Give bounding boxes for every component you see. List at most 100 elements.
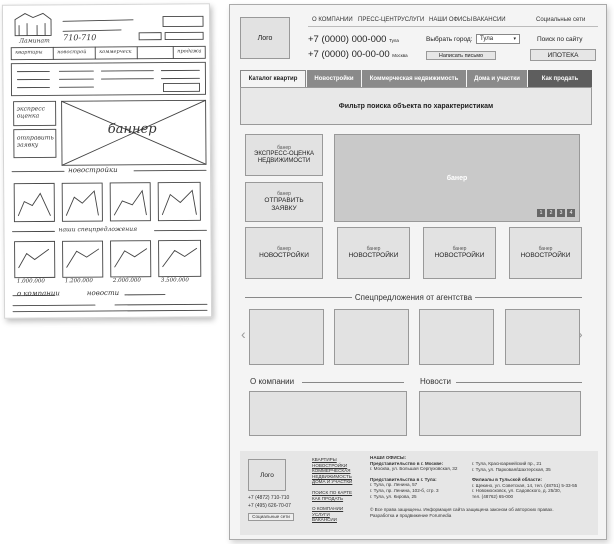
tula-address-5: г. Тула, ул. Парковая/Шахтерская, 35 [472,466,551,472]
newbuild-card-3[interactable]: банер НОВОСТРОЙКИ [423,227,496,279]
tab-houses[interactable]: Дома и участки [467,70,527,87]
city-label: Выбрать город: [426,36,473,43]
wireframe-page: Лого О КОМПАНИИ ПРЕСС-ЦЕНТР УСЛУГИ НАШИ … [229,4,607,540]
tab-catalog[interactable]: Каталог квартир [240,70,306,87]
newbuild-card-2[interactable]: банер НОВОСТРОЙКИ [337,227,410,279]
copyright: © Все права защищены. Информация сайта з… [370,507,554,513]
main-banner-label: банер [446,174,468,182]
chevron-down-icon: ▾ [513,36,516,42]
footer-social-button[interactable]: Социальные сети [248,513,294,521]
news-title: Новости [420,377,451,386]
footer-links-col: КВАРТИРЫ НОВОСТРОЙКИ КОММЕРЧЕСКАЯ НЕДВИЖ… [312,457,352,523]
newbuild-card-caption: НОВОСТРОЙКИ [434,252,485,260]
city-select-value: Тула [480,36,494,42]
newbuild-card-1[interactable]: банер НОВОСТРОЙКИ [245,227,323,279]
search-label[interactable]: Поиск по сайту [537,36,583,43]
about-block[interactable] [249,391,407,436]
sketch-special: наши спецпредложения [58,225,138,234]
city-select[interactable]: Тула ▾ [476,34,520,44]
footer-link-newbuild[interactable]: НОВОСТРОЙКИ [312,462,348,468]
nav-divider [308,26,598,27]
footer-link-how-sell[interactable]: КАК ПРОДАТЬ [312,495,344,501]
footer-phone-2: +7 (495) 626-70-07 [248,503,291,509]
footer-link-services[interactable]: УСЛУГИ [312,511,330,517]
sketch-tab-3: коммерческ [99,48,132,56]
special-card-1[interactable] [249,309,324,365]
footer-phone-1: +7 (4872) 710-710 [248,495,290,501]
sketch-price-4: 3.500.000 [160,277,189,284]
about-title: О компании [250,377,295,386]
nav-social[interactable]: Социальные сети [536,17,586,23]
write-letter-button[interactable]: Написать письмо [426,51,496,60]
mortgage-button[interactable]: ИПОТЕКА [530,49,596,61]
news-block[interactable] [419,391,581,436]
newbuild-card-label: банер [366,246,381,253]
send-banner-label: банер [277,191,291,198]
newbuild-card-4[interactable]: банер НОВОСТРОЙКИ [509,227,582,279]
special-title: Спецпредложения от агентства [351,292,476,302]
footer-link-apartments[interactable]: КВАРТИРЫ [312,457,337,462]
tula-address-1: г. Тула, пр. Ленина, 57 [370,482,418,488]
footer-link-map[interactable]: ПОИСК ПО КАРТЕ [312,489,353,495]
newbuild-card-caption: НОВОСТРОЙКИ [520,252,571,260]
special-card-3[interactable] [419,309,494,365]
special-heading-wrap: Спецпредложения от агентства [245,291,582,303]
slider-page-1[interactable]: 1 [537,209,545,217]
footer-link-vacancies[interactable]: ВАКАНСИИ [312,517,337,523]
nav-offices[interactable]: НАШИ ОФИСЫ [429,17,472,23]
tab-how-sell[interactable]: Как продать [528,70,592,87]
express-banner[interactable]: банер ЭКСПРЕСС-ОЦЕНКА НЕДВИЖИМОСТИ [245,134,323,176]
filter-panel[interactable]: Фильтр поиска объекта по характеристикам [240,87,592,125]
sketch-express: экспресс оценка [16,105,45,120]
sketch-price-1: 1.000.000 [16,278,45,285]
region-address-1: г. Щекино, ул. Советская, 14, тел. (4875… [472,482,578,488]
phone-moscow: +7 (0000) 00-00-00 Москва [308,49,408,60]
slider-page-3[interactable]: 3 [557,209,565,217]
footer-logo[interactable]: Лого [248,459,286,491]
region-address-3: тел. (48762) 65-000 [472,493,514,499]
sketch-about: о компании [16,289,60,298]
tula-title: Представительства в г. Тула: [370,476,437,482]
newbuild-card-caption: НОВОСТРОЙКИ [259,252,309,260]
phone-tula: +7 (0000) 000-000 Тула [308,34,399,45]
slider-page-2[interactable]: 2 [547,209,555,217]
phone-tula-number: +7 (0000) 000-000 [308,34,387,45]
slider-page-4[interactable]: 4 [567,209,575,217]
chevron-left-icon[interactable]: ‹ [241,326,246,342]
special-card-4[interactable] [505,309,580,365]
footer-offices: НАШИ ОФИСЫ: Представительство в г. Москв… [370,455,554,518]
main-banner[interactable]: банер [334,134,580,222]
moscow-title: Представительство в г. Москве: [370,460,444,466]
about-divider [302,382,404,383]
header-logo[interactable]: Лого [240,17,290,59]
region-title: Филиалы в Тульской области: [472,477,542,483]
offices-title: НАШИ ОФИСЫ: [370,455,406,460]
sketch-tab-1: квартиры [15,49,43,56]
footer-link-about[interactable]: О КОМПАНИИ [312,506,344,512]
newbuild-card-label: банер [277,246,291,253]
special-card-2[interactable] [334,309,409,365]
send-request-banner[interactable]: банер ОТПРАВИТЬ ЗАЯВКУ [245,182,323,222]
region-address-2: г. Новомосковск, ул. Садовского, д. 25/3… [472,488,561,494]
phone-tula-city: Тула [389,38,399,43]
tab-newbuild[interactable]: Новостройки [307,70,361,87]
footer-link-realty[interactable]: НЕДВИЖИМОСТЬ [312,473,352,479]
sketch-banner: баннер [107,121,157,137]
hand-sketch: Ламинат 710-710 квартиры новострой комме… [1,3,213,319]
footer-link-houses[interactable]: ДОМА И УЧАСТКИ [312,479,353,485]
newbuild-card-label: банер [452,246,467,253]
sketch-news: новости [86,288,120,298]
tula-address-2: г. Тула, пр. Ленина, 102-б, стр. 3 [370,487,439,493]
sketch-price-2: 1.200.000 [64,278,93,285]
nav-about[interactable]: О КОМПАНИИ [312,17,353,23]
nav-vacancies[interactable]: ВАКАНСИИ [473,17,506,23]
footer-link-commercial[interactable]: КОММЕРЧЕСКАЯ [312,468,351,474]
chevron-right-icon[interactable]: › [578,326,583,342]
nav-services[interactable]: УСЛУГИ [401,17,425,23]
nav-press[interactable]: ПРЕСС-ЦЕНТР [358,17,402,23]
express-banner-title: ЭКСПРЕСС-ОЦЕНКА НЕДВИЖИМОСТИ [254,150,314,164]
phone-moscow-city: Москва [392,53,408,58]
sketch-drawing [10,12,208,313]
tab-commercial[interactable]: Коммерческая недвижимость [362,70,466,87]
